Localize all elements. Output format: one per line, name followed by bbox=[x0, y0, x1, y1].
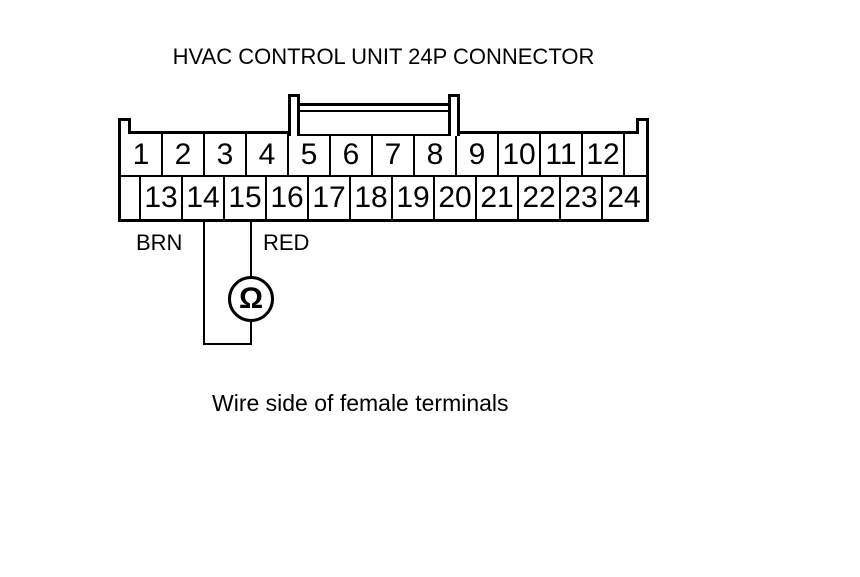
wire-color-label-brn: BRN bbox=[136, 230, 183, 255]
page-title: HVAC CONTROL UNIT 24P CONNECTOR bbox=[172, 44, 595, 69]
connector-ear-left bbox=[118, 118, 131, 134]
blank-cell bbox=[121, 177, 141, 219]
pin-cell-11: 11 bbox=[541, 134, 583, 175]
pin-cell-6: 6 bbox=[331, 134, 373, 175]
pin-cell-20: 20 bbox=[435, 177, 477, 219]
pin-cell-9: 9 bbox=[457, 134, 499, 175]
connector-latch-post-right bbox=[448, 94, 460, 136]
pin-cell-15: 15 bbox=[225, 177, 267, 219]
pin-cell-21: 21 bbox=[477, 177, 519, 219]
pin-cell-1: 1 bbox=[121, 134, 163, 175]
pin-cell-22: 22 bbox=[519, 177, 561, 219]
pin-cell-3: 3 bbox=[205, 134, 247, 175]
pin-cell-12: 12 bbox=[583, 134, 625, 175]
wire-bridge bbox=[203, 343, 252, 345]
connector-latch-bar bbox=[292, 103, 448, 112]
wire-brn-pin14 bbox=[203, 222, 205, 345]
pin-cell-7: 7 bbox=[373, 134, 415, 175]
pin-cell-23: 23 bbox=[561, 177, 603, 219]
pin-cell-16: 16 bbox=[267, 177, 309, 219]
wire-color-label-red: RED bbox=[263, 230, 310, 255]
blank-cell bbox=[625, 134, 645, 175]
pin-cell-13: 13 bbox=[141, 177, 183, 219]
pin-cell-5: 5 bbox=[289, 134, 331, 175]
pin-cell-19: 19 bbox=[393, 177, 435, 219]
connector-ear-right bbox=[636, 118, 649, 134]
connector-latch-post-left bbox=[288, 94, 300, 136]
pin-cell-4: 4 bbox=[247, 134, 289, 175]
pin-cell-2: 2 bbox=[163, 134, 205, 175]
pin-cell-17: 17 bbox=[309, 177, 351, 219]
pin-cell-10: 10 bbox=[499, 134, 541, 175]
connector-latch-gap bbox=[300, 131, 448, 136]
ohm-symbol: Ω bbox=[238, 282, 264, 315]
caption-text: Wire side of female terminals bbox=[212, 390, 509, 416]
pin-cell-8: 8 bbox=[415, 134, 457, 175]
pin-cell-24: 24 bbox=[607, 181, 641, 214]
pin-cell-14: 14 bbox=[183, 177, 225, 219]
pin-cell-18: 18 bbox=[351, 177, 393, 219]
ohmmeter-icon: Ω bbox=[228, 276, 274, 322]
